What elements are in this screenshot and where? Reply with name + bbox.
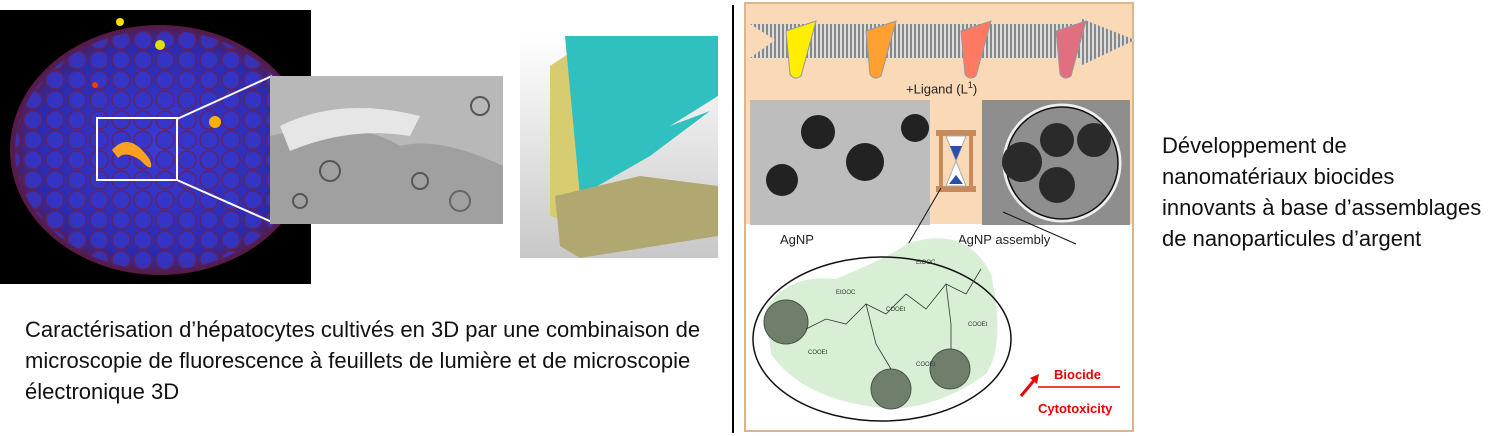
process-arrow: [750, 18, 1135, 66]
ligand-label-text: +Ligand (L: [906, 81, 968, 97]
tube-yellow-icon: [785, 20, 817, 79]
fluorescence-micrograph: [0, 10, 311, 284]
chem-label-ester: COOEt: [886, 307, 906, 313]
agnp-assembly-label: AgNP assembly: [958, 232, 1051, 247]
ligand-label: +Ligand (L1): [906, 80, 977, 96]
zoom-connector-lines: [176, 75, 273, 223]
electron-micrograph: [270, 76, 503, 224]
ligand-structure: [805, 268, 982, 370]
hourglass-icon: [936, 130, 976, 192]
chem-label-ester: EtOOC: [916, 260, 936, 266]
chem-label-ester: COOEt: [968, 322, 988, 328]
agnp-label: AgNP: [780, 232, 814, 247]
magnification-ellipse: [752, 256, 1012, 422]
agnp-figure-panel: +Ligand (L1) AgNP AgNP assembly EtOOC Et…: [744, 2, 1135, 432]
zoom-line-right: [1002, 211, 1077, 245]
nanoparticle-clusters: [763, 299, 971, 410]
agnp-tem-image: [750, 100, 930, 225]
chem-label-ester: COOEt: [916, 362, 936, 368]
tube-pink-icon: [1055, 20, 1087, 79]
chem-label-ester: EtOOC: [836, 290, 856, 296]
magnified-assembly-diagram: EtOOC EtOOC COOEt COOEt COOEt COOEt: [752, 187, 1120, 422]
tube-orange-icon: [865, 20, 897, 79]
biocide-label: Biocide: [1054, 367, 1101, 382]
cytotoxicity-label: Cytotoxicity: [1038, 401, 1113, 416]
sample-tubes: [785, 20, 1087, 79]
right-caption: Développement de nanomatériaux biocides …: [1162, 133, 1482, 251]
agnp-assembly-tem-image: [982, 100, 1130, 225]
ligand-superscript: 1: [967, 80, 973, 90]
tube-coral-icon: [960, 20, 992, 79]
3d-reconstruction-render: [520, 36, 718, 258]
left-caption: Caractérisation d’hépatocytes cultivés e…: [25, 317, 701, 404]
chem-label-ester: COOEt: [808, 350, 828, 356]
ligand-label-close: ): [972, 81, 978, 97]
vertical-divider: [732, 5, 734, 433]
